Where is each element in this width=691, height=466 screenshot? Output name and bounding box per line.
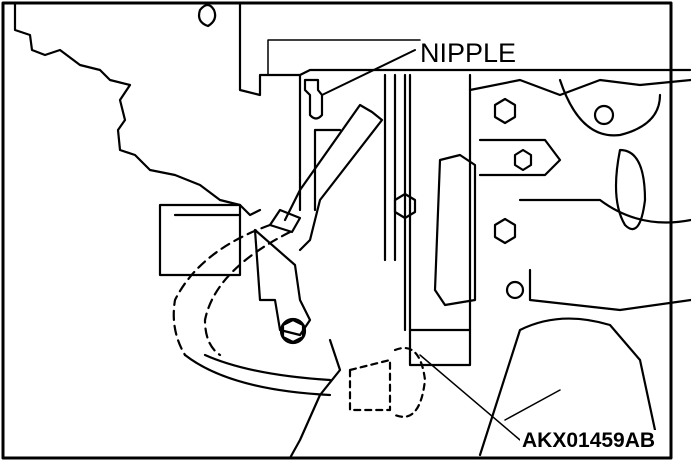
hidden-fitting	[348, 347, 427, 418]
hose-upper	[283, 103, 384, 252]
nipple-leader-line	[321, 49, 416, 96]
nipple	[303, 78, 324, 120]
bolt	[279, 317, 307, 345]
hose-lower	[183, 353, 332, 397]
lower-component	[478, 317, 657, 457]
connector-block	[158, 203, 242, 277]
hose-clamp	[268, 208, 302, 234]
nipple-label: NIPPLE	[420, 38, 517, 68]
housing-outline	[13, 1, 262, 217]
bracket	[433, 153, 477, 307]
frame-border	[1, 1, 673, 460]
figure-id: AKX01459AB	[520, 429, 658, 452]
